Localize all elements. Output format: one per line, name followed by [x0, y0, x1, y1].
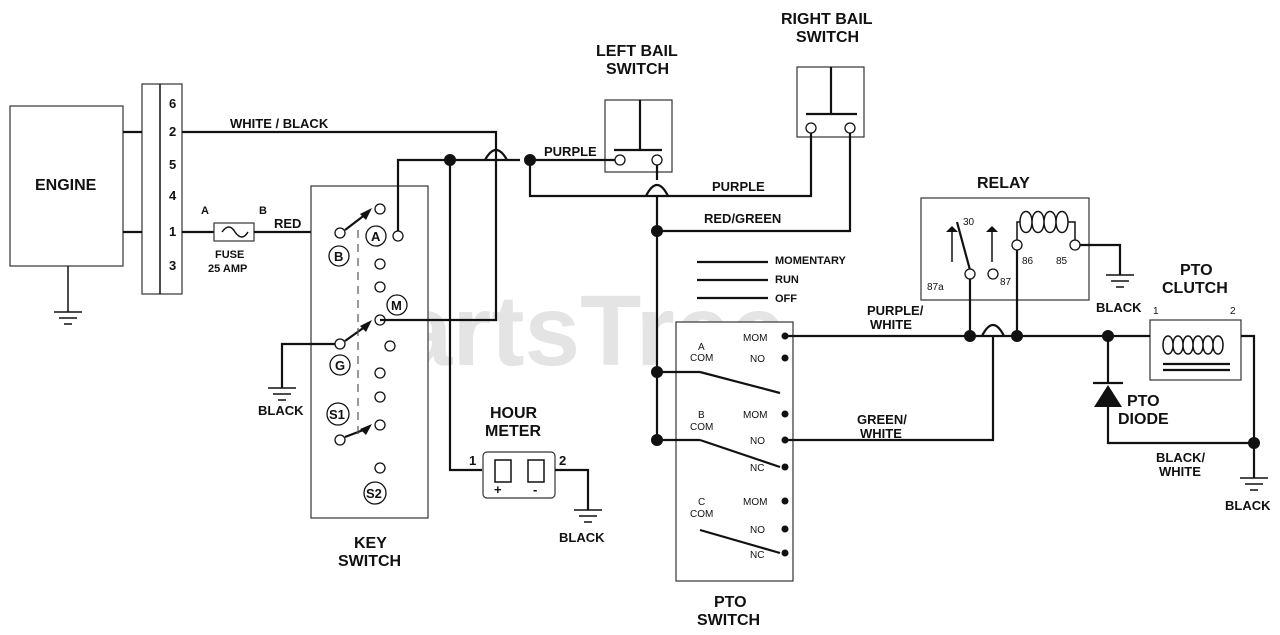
ground-label-meter: BLACK: [559, 530, 605, 545]
connector-pin-5: 5: [169, 157, 176, 172]
pto-pos-momentary: MOMENTARY: [775, 255, 847, 267]
key-switch-label-2: SWITCH: [338, 553, 401, 570]
pto-b-no: NO: [750, 436, 765, 447]
ground-label-relay: BLACK: [1096, 300, 1142, 315]
pto-c-nc: NC: [750, 550, 764, 561]
hour-meter-label-1: HOUR: [490, 405, 538, 422]
pto-c-no: NO: [750, 525, 765, 536]
wire-label-black-white-2: WHITE: [1159, 464, 1201, 479]
pto-b-label: B: [698, 410, 705, 421]
left-bail-label-2: SWITCH: [606, 61, 669, 78]
fuse-label: FUSE: [215, 249, 244, 261]
connector-pin-4: 4: [169, 188, 177, 203]
wire-label-purple-mid: PURPLE: [712, 179, 765, 194]
hour-meter-pin-2: 2: [559, 453, 566, 468]
pto-clutch-pin-2: 2: [1230, 306, 1236, 317]
pto-diode-label-1: PTO: [1127, 393, 1160, 410]
fuse-rating: 25 AMP: [208, 263, 247, 275]
engine-box: [9, 105, 124, 267]
pto-pos-off: OFF: [775, 293, 797, 305]
wire-label-purple-top: PURPLE: [544, 144, 597, 159]
ground-label-clutch: BLACK: [1225, 498, 1271, 513]
wire-label-red-green: RED/GREEN: [704, 211, 781, 226]
key-term-a: A: [371, 229, 381, 244]
ground-label-key: BLACK: [258, 403, 304, 418]
hour-meter-box: [482, 451, 556, 499]
hour-meter-minus: -: [533, 482, 537, 497]
key-term-s1: S1: [329, 407, 345, 422]
hour-meter-pin-1: 1: [469, 453, 476, 468]
pto-c-label: C: [698, 497, 705, 508]
relay-pin-87a: 87a: [927, 282, 944, 293]
pto-clutch-label-1: PTO: [1180, 262, 1213, 279]
connector-pin-6: 6: [169, 96, 176, 111]
pto-switch-label-2: SWITCH: [697, 612, 760, 629]
pto-b-com: COM: [690, 422, 713, 433]
pto-a-com: COM: [690, 353, 713, 364]
right-bail-label-1: RIGHT BAIL: [781, 11, 873, 28]
fuse-term-b: B: [259, 205, 267, 217]
key-term-m: M: [391, 298, 402, 313]
connector-pin-3: 3: [169, 258, 176, 273]
pto-b-nc: NC: [750, 463, 764, 474]
wire-label-black-white-1: BLACK/: [1156, 450, 1205, 465]
hour-meter-label-2: METER: [485, 423, 541, 440]
engine-connector: [141, 83, 183, 295]
pto-b-mom: MOM: [743, 410, 767, 421]
pto-a-no: NO: [750, 354, 765, 365]
relay-pin-30: 30: [963, 217, 975, 228]
relay-pin-86: 86: [1022, 256, 1034, 267]
pto-c-mom: MOM: [743, 497, 767, 508]
right-bail-label-2: SWITCH: [796, 29, 859, 46]
wire-label-green-white-1: GREEN/: [857, 412, 907, 427]
wire-label-green-white-2: WHITE: [860, 426, 902, 441]
relay-title: RELAY: [977, 175, 1030, 192]
key-switch-label-1: KEY: [354, 535, 387, 552]
relay-box: [920, 197, 1090, 301]
key-term-b: B: [334, 249, 343, 264]
connector-pin-2: 2: [169, 124, 176, 139]
pto-clutch-pin-1: 1: [1153, 306, 1159, 317]
left-bail-label-1: LEFT BAIL: [596, 43, 678, 60]
relay-pin-85: 85: [1056, 256, 1068, 267]
key-term-s2: S2: [366, 486, 382, 501]
pto-a-label: A: [698, 342, 705, 353]
pto-switch-label-1: PTO: [714, 594, 747, 611]
pto-c-com: COM: [690, 509, 713, 520]
wire-label-white-black: WHITE / BLACK: [230, 116, 329, 131]
pto-a-mom: MOM: [743, 333, 767, 344]
engine-label: ENGINE: [35, 177, 97, 194]
wire-label-purple-white-2: WHITE: [870, 317, 912, 332]
hour-meter-plus: +: [494, 482, 502, 497]
connector-pin-1: 1: [169, 224, 176, 239]
relay-pin-87: 87: [1000, 277, 1012, 288]
wire-label-purple-white-1: PURPLE/: [867, 303, 924, 318]
pto-clutch-label-2: CLUTCH: [1162, 280, 1228, 297]
pto-diode-label-2: DIODE: [1118, 411, 1169, 428]
key-term-g: G: [335, 358, 345, 373]
fuse-term-a: A: [201, 205, 209, 217]
pto-pos-run: RUN: [775, 274, 799, 286]
wire-label-red: RED: [274, 216, 301, 231]
